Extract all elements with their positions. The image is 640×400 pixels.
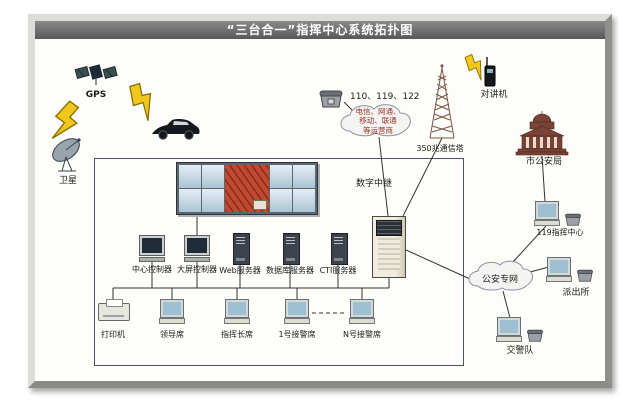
printer-icon xyxy=(98,299,130,321)
monitor-screen xyxy=(185,236,209,255)
pc-monitor xyxy=(226,300,248,317)
wall-screen-cell xyxy=(179,165,201,188)
cti-server-icon xyxy=(331,233,348,265)
pc-monitor xyxy=(351,300,373,317)
center119-label: 119指挥中心 xyxy=(536,228,584,237)
pc-case xyxy=(349,318,375,324)
server-vents xyxy=(378,238,400,270)
seat-1-label: 1号接警席 xyxy=(278,330,316,339)
pc-monitor xyxy=(536,202,558,219)
station-phone-icon xyxy=(577,269,593,282)
seat-1-pc-icon xyxy=(284,300,310,324)
wall-screen-cell xyxy=(179,189,201,212)
walkie-talkie-icon xyxy=(484,57,496,87)
pc-case xyxy=(546,276,572,282)
pc-case xyxy=(284,318,310,324)
seat-n-label: N号接警席 xyxy=(343,330,381,339)
police-station-station-icon xyxy=(546,258,594,282)
database-server-icon xyxy=(283,233,300,265)
web-server-icon xyxy=(233,233,250,265)
pc-case xyxy=(159,318,185,324)
wall-map-screen xyxy=(225,165,269,212)
pc-monitor xyxy=(548,258,570,275)
video-wall xyxy=(176,162,318,215)
commander-seat-pc-icon xyxy=(224,300,250,324)
pc-case xyxy=(496,336,522,342)
commander-seat-label: 指挥长席 xyxy=(221,330,253,339)
government-building-icon xyxy=(515,111,569,156)
cti-server-label: CTI服务器 xyxy=(319,266,357,275)
wall-screen-cell xyxy=(270,189,292,212)
pc-case xyxy=(534,220,560,226)
wall-screen-cell xyxy=(293,189,315,212)
diagram-title-bar: “三台合一”指挥中心系统拓扑图 xyxy=(35,21,605,39)
server-port-panel xyxy=(376,220,402,236)
station-pc-icon xyxy=(496,318,522,342)
telephone-icon xyxy=(319,90,343,108)
tower-label: 350兆通信塔 xyxy=(416,144,464,153)
printer-label: 打印机 xyxy=(101,330,125,339)
diagram-title: “三台合一”指挥中心系统拓扑图 xyxy=(226,23,414,37)
emergency-numbers-label: 110、119、122 xyxy=(350,92,420,102)
station-phone-icon xyxy=(527,329,543,342)
pc-monitor xyxy=(498,318,520,335)
vehicle-icon xyxy=(152,119,200,140)
center119-station-icon xyxy=(534,202,582,226)
satellite-dish-icon xyxy=(52,138,81,172)
seat-n-pc-icon xyxy=(349,300,375,324)
wall-screen-cell xyxy=(202,165,224,188)
screen-controller-icon xyxy=(184,236,210,262)
station-phone-icon xyxy=(565,213,581,226)
center-controller-icon xyxy=(139,236,165,262)
leader-seat-label: 领导席 xyxy=(160,330,184,339)
police-station-label: 派出所 xyxy=(562,288,590,298)
traffic-team-label: 交警队 xyxy=(506,346,534,356)
pc-case xyxy=(224,318,250,324)
monitor-base xyxy=(184,257,210,262)
carriers-label: 电信、网通、 移动、联通 等运营商 xyxy=(355,107,401,135)
police-net-label: 公安专网 xyxy=(482,275,519,285)
monitor-screen xyxy=(140,236,164,255)
wall-screen-cell xyxy=(293,165,315,188)
station-pc-icon xyxy=(534,202,560,226)
leader-seat-pc-icon xyxy=(159,300,185,324)
satellite-label: 卫星 xyxy=(58,176,77,186)
pc-monitor xyxy=(286,300,308,317)
gps-label: GPS xyxy=(85,90,107,100)
psb-label: 市公安局 xyxy=(525,157,562,167)
station-pc-icon xyxy=(546,258,572,282)
wall-screen-cell xyxy=(202,189,224,212)
monitor-base xyxy=(139,257,165,262)
digital-trunk-label: 数字中继 xyxy=(356,179,393,189)
gps-satellite-icon xyxy=(74,64,118,85)
wall-screen-cell xyxy=(270,165,292,188)
diagram-frame xyxy=(28,14,612,388)
pc-monitor xyxy=(161,300,183,317)
traffic-police-station-icon xyxy=(496,318,544,342)
walkie-label: 对讲机 xyxy=(480,90,508,100)
radio-tower-icon xyxy=(429,64,455,139)
digital-trunk-gateway-icon xyxy=(372,216,406,278)
